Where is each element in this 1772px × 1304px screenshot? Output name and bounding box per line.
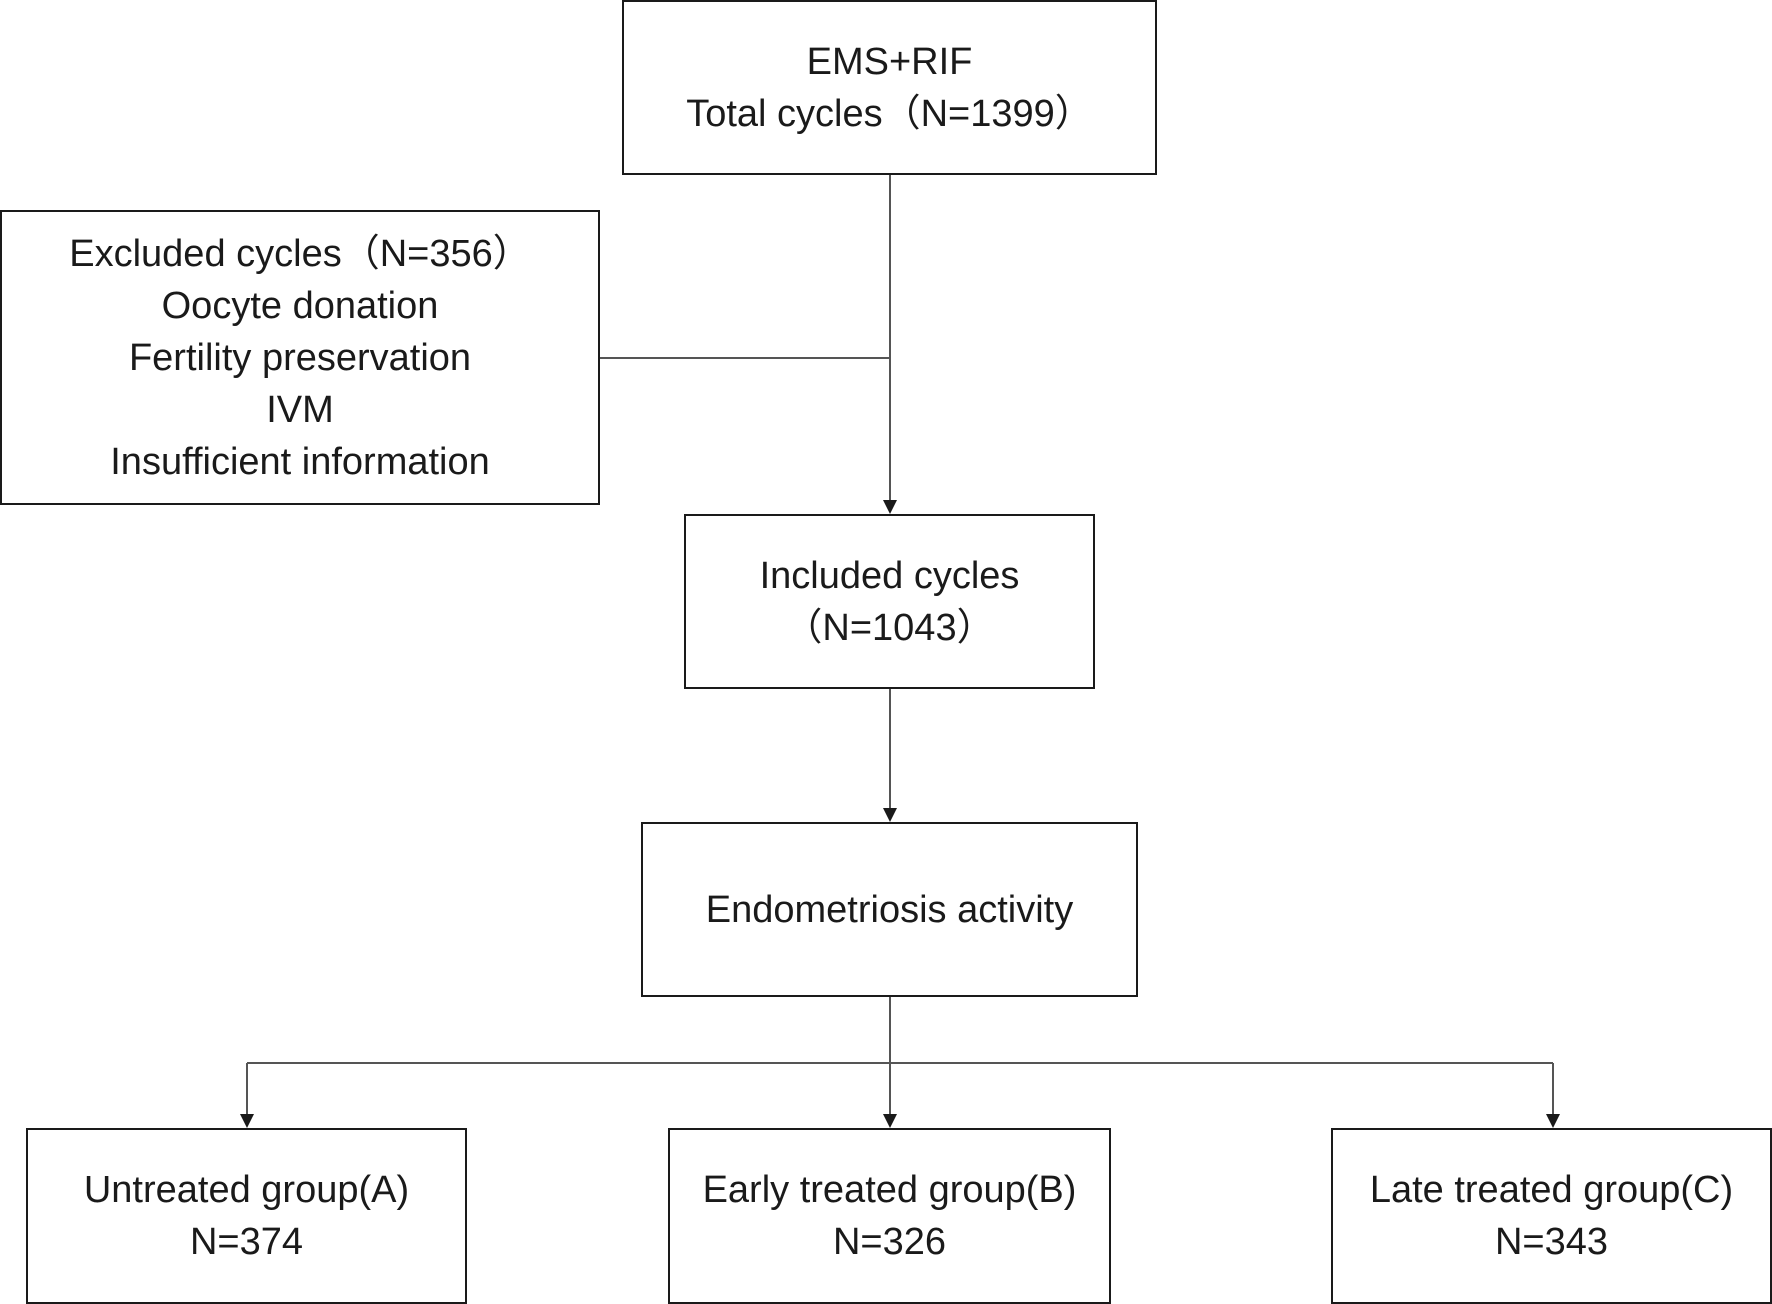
- excluded-reason-ivm: IVM: [266, 388, 334, 431]
- arrowhead-group-c: [1546, 1114, 1560, 1128]
- arrowhead-group-b: [883, 1114, 897, 1128]
- early-treated-group-box: Early treated group(B) N=326: [668, 1128, 1111, 1304]
- excluded-reason-oocyte-donation: Oocyte donation: [161, 284, 439, 327]
- excluded-cycles-box: Excluded cycles（N=356） Oocyte donation F…: [0, 210, 600, 505]
- arrowhead-group-a: [240, 1114, 254, 1128]
- late-treated-group-label: Late treated group(C): [1369, 1169, 1734, 1211]
- arrowhead-activity: [883, 808, 897, 822]
- late-treated-group-count: N=343: [1494, 1221, 1609, 1263]
- untreated-group-count: N=374: [189, 1221, 304, 1263]
- endometriosis-activity-box: Endometriosis activity: [641, 822, 1138, 997]
- total-cycles-count: Total cycles（N=1399）: [686, 92, 1093, 135]
- arrowhead-included: [883, 500, 897, 514]
- late-treated-group-box: Late treated group(C) N=343: [1331, 1128, 1772, 1304]
- untreated-group-box: Untreated group(A) N=374: [26, 1128, 467, 1304]
- excluded-cycles-count: Excluded cycles（N=356）: [69, 232, 531, 275]
- early-treated-group-count: N=326: [832, 1221, 947, 1263]
- early-treated-group-label: Early treated group(B): [702, 1169, 1077, 1211]
- included-cycles-count: （N=1043）: [784, 606, 995, 649]
- excluded-reason-fertility-preservation: Fertility preservation: [128, 336, 472, 379]
- untreated-group-label: Untreated group(A): [83, 1169, 410, 1211]
- total-cycles-title: EMS+RIF: [806, 40, 973, 83]
- included-cycles-title: Included cycles: [759, 554, 1020, 597]
- endometriosis-activity-label: Endometriosis activity: [705, 888, 1074, 931]
- included-cycles-box: Included cycles （N=1043）: [684, 514, 1095, 689]
- excluded-reason-insufficient-information: Insufficient information: [110, 440, 490, 483]
- total-cycles-box: EMS+RIF Total cycles（N=1399）: [622, 0, 1157, 175]
